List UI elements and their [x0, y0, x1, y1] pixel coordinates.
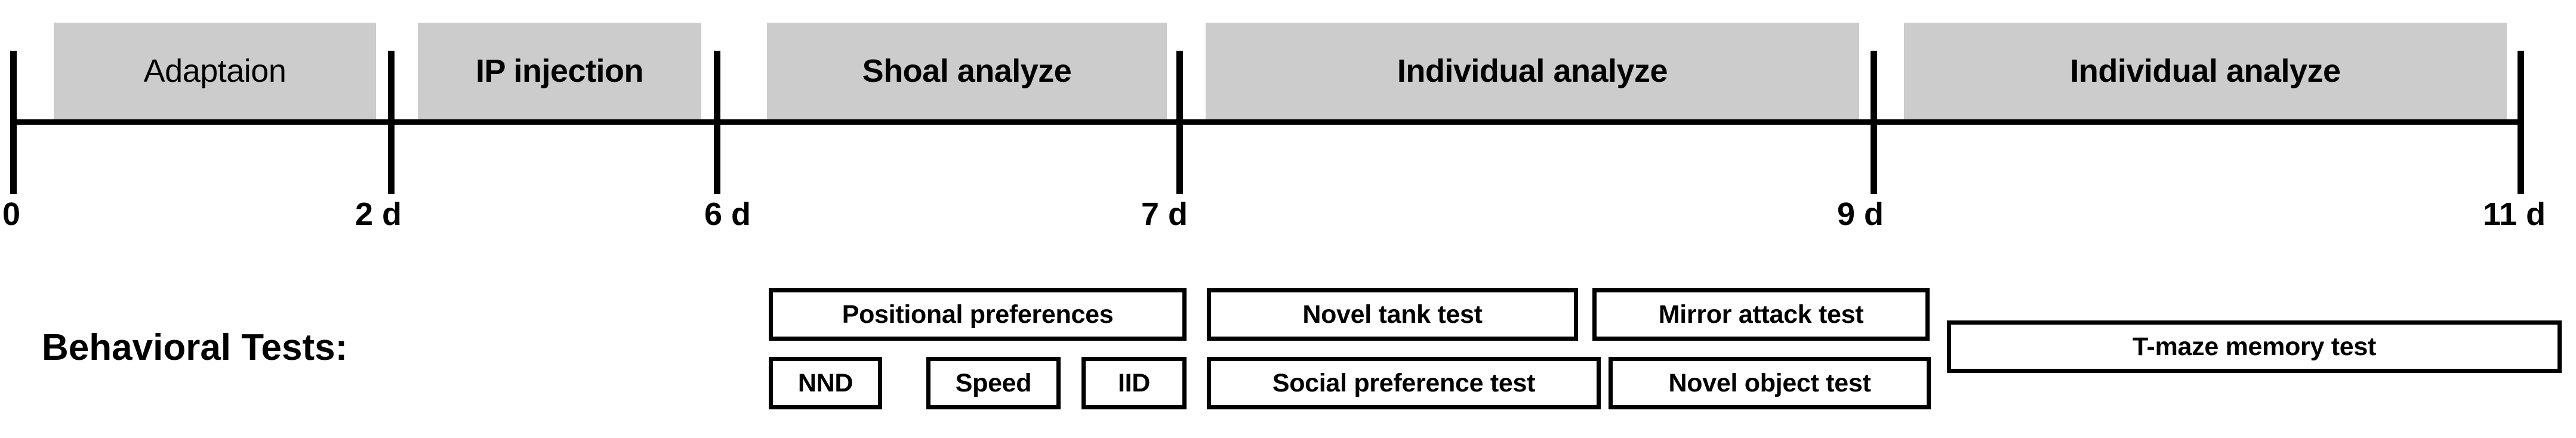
- phase-label-individual-analyze-2: Individual analyze: [2070, 53, 2341, 89]
- day-label-6d: 6 d: [704, 196, 751, 232]
- test-label-novel-tank-test: Novel tank test: [1302, 300, 1483, 329]
- test-label-t-maze-memory-test: T-maze memory test: [2132, 332, 2377, 361]
- day-label-7d: 7 d: [1141, 196, 1188, 232]
- test-label-nnd: NND: [797, 368, 853, 397]
- test-label-speed: Speed: [955, 368, 1032, 397]
- test-label-social-preference-test: Social preference test: [1272, 368, 1536, 397]
- day-label-0: 0: [2, 196, 21, 232]
- phase-label-shoal-analyze: Shoal analyze: [862, 53, 1072, 89]
- timeline-tick-9d: [1871, 51, 1877, 194]
- test-box-positional-preferences[interactable]: Positional preferences: [769, 288, 1187, 341]
- day-label-9d: 9 d: [1837, 196, 1884, 232]
- test-label-novel-object-test: Novel object test: [1668, 368, 1871, 397]
- day-label-11d: 11 d: [2483, 196, 2546, 232]
- test-label-mirror-attack-test: Mirror attack test: [1658, 300, 1864, 329]
- timeline-tick-6d: [714, 51, 720, 194]
- timeline-axis: [13, 119, 2523, 125]
- phase-label-ip-injection: IP injection: [475, 53, 644, 89]
- behavioral-tests-title: Behavioral Tests:: [42, 327, 348, 368]
- phase-bar-adaptation: Adaptaion: [54, 23, 376, 119]
- timeline-tick-0: [10, 51, 17, 194]
- phase-bar-ip-injection: IP injection: [418, 23, 701, 119]
- test-box-novel-tank-test[interactable]: Novel tank test: [1207, 288, 1578, 341]
- phase-label-individual-analyze-1: Individual analyze: [1397, 53, 1668, 89]
- test-box-speed[interactable]: Speed: [926, 357, 1061, 409]
- day-label-2d: 2 d: [355, 196, 402, 232]
- test-box-mirror-attack-test[interactable]: Mirror attack test: [1592, 288, 1930, 341]
- timeline-tick-7d: [1176, 51, 1183, 194]
- test-box-iid[interactable]: IID: [1081, 357, 1187, 409]
- timeline-tick-11d: [2518, 51, 2524, 194]
- phase-bar-shoal-analyze: Shoal analyze: [767, 23, 1167, 119]
- test-box-social-preference-test[interactable]: Social preference test: [1207, 357, 1601, 409]
- test-label-iid: IID: [1117, 368, 1151, 397]
- test-box-novel-object-test[interactable]: Novel object test: [1609, 357, 1931, 409]
- test-label-positional-preferences: Positional preferences: [842, 300, 1114, 329]
- phase-label-adaptation: Adaptaion: [143, 53, 286, 89]
- test-box-nnd[interactable]: NND: [769, 357, 882, 409]
- timeline-tick-2d: [388, 51, 395, 194]
- phase-bar-individual-analyze-2: Individual analyze: [1904, 23, 2507, 119]
- phase-bar-individual-analyze-1: Individual analyze: [1206, 23, 1859, 119]
- test-box-t-maze-memory-test[interactable]: T-maze memory test: [1947, 320, 2562, 373]
